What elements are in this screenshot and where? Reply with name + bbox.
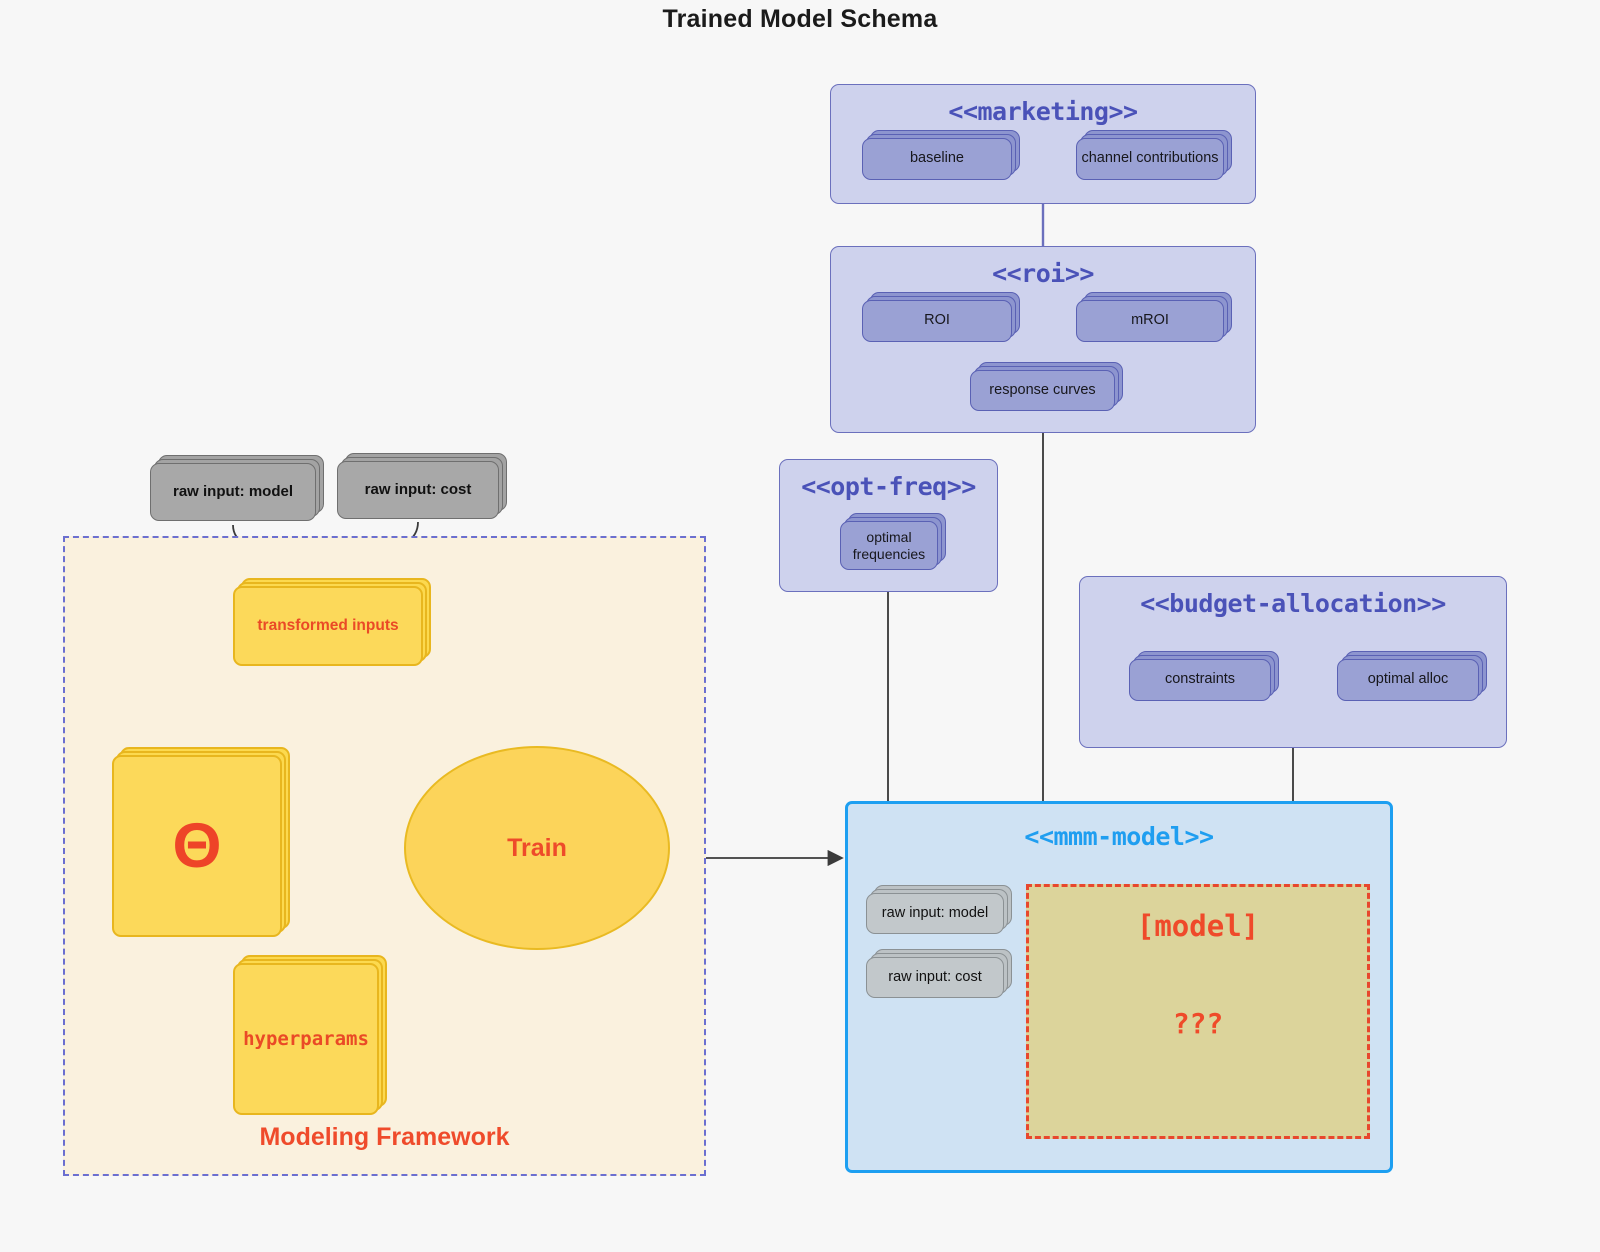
node-raw-input-model-label: raw input: model: [150, 463, 316, 521]
model-region-label: [model]: [1136, 909, 1260, 943]
model-region-unknown: ???: [1172, 1007, 1224, 1040]
package-roi-title: <<roi>>: [992, 259, 1094, 288]
node-raw-input-cost[interactable]: raw input: cost: [337, 453, 507, 519]
node-constraints-label: constraints: [1129, 659, 1271, 701]
node-hyperparams-label: hyperparams: [233, 963, 379, 1115]
page-title: Trained Model Schema: [662, 5, 938, 33]
node-channel-contributions-label: channel contributions: [1076, 138, 1224, 180]
node-raw-input-cost-label: raw input: cost: [337, 461, 499, 519]
theta-glyph: Θ: [172, 810, 222, 881]
package-budget-allocation-title: <<budget-allocation>>: [1140, 589, 1446, 618]
node-mmm-raw-input-model[interactable]: raw input: model: [866, 885, 1012, 934]
model-region[interactable]: [model] ???: [1026, 884, 1370, 1139]
node-mroi-label: mROI: [1076, 300, 1224, 342]
node-roi[interactable]: ROI: [862, 292, 1020, 342]
node-mroi[interactable]: mROI: [1076, 292, 1232, 342]
node-train-label: Train: [507, 833, 567, 862]
node-raw-input-model[interactable]: raw input: model: [150, 455, 324, 521]
node-optimal-frequencies[interactable]: optimal frequencies: [840, 513, 946, 570]
node-baseline-label: baseline: [862, 138, 1012, 180]
modeling-framework-label: Modeling Framework: [259, 1123, 510, 1151]
node-theta-face: Θ: [112, 755, 282, 937]
package-marketing-title: <<marketing>>: [948, 97, 1138, 126]
node-mmm-raw-input-model-label: raw input: model: [866, 893, 1004, 934]
node-train[interactable]: Train: [404, 746, 670, 950]
node-optimal-alloc[interactable]: optimal alloc: [1337, 651, 1487, 701]
node-response-curves[interactable]: response curves: [970, 362, 1123, 411]
node-constraints[interactable]: constraints: [1129, 651, 1279, 701]
node-baseline[interactable]: baseline: [862, 130, 1020, 180]
node-channel-contributions[interactable]: channel contributions: [1076, 130, 1232, 180]
node-response-curves-label: response curves: [970, 370, 1115, 411]
package-opt-freq-title: <<opt-freq>>: [801, 472, 976, 501]
node-optimal-alloc-label: optimal alloc: [1337, 659, 1479, 701]
node-optimal-frequencies-label: optimal frequencies: [840, 521, 938, 570]
node-transformed-inputs[interactable]: transformed inputs: [233, 578, 431, 666]
node-mmm-raw-input-cost[interactable]: raw input: cost: [866, 949, 1012, 998]
node-hyperparams[interactable]: hyperparams: [233, 955, 387, 1115]
node-transformed-inputs-label: transformed inputs: [233, 586, 423, 666]
node-roi-label: ROI: [862, 300, 1012, 342]
package-mmm-model-title: <<mmm-model>>: [1024, 822, 1214, 851]
node-theta[interactable]: Θ: [112, 747, 290, 937]
node-mmm-raw-input-cost-label: raw input: cost: [866, 957, 1004, 998]
